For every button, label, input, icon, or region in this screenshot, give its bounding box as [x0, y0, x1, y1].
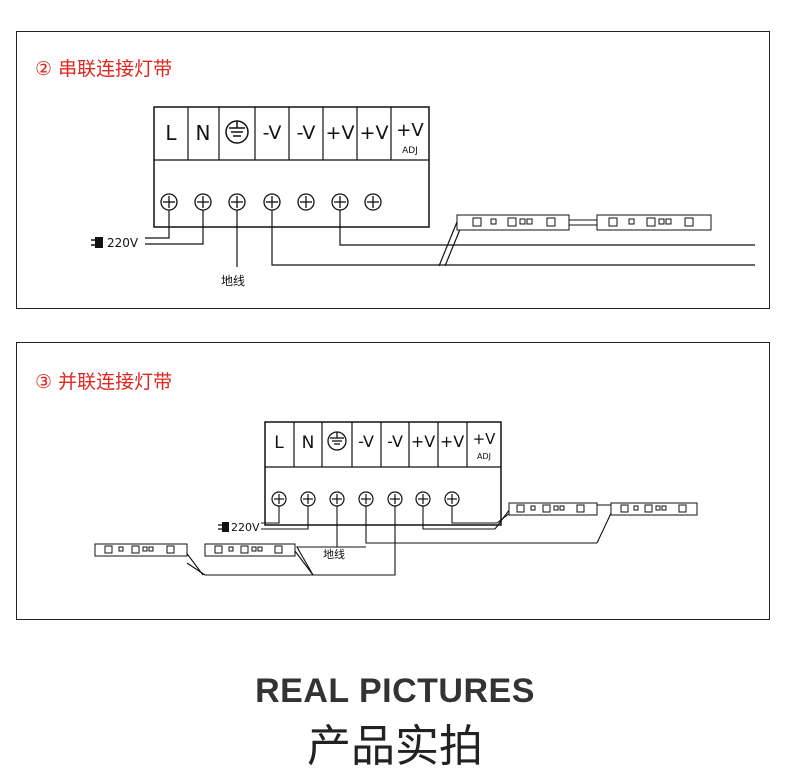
- parallel-diagram-title: ③ 并联连接灯带: [35, 371, 173, 393]
- series-diagram-title: ② 串联连接灯带: [35, 58, 173, 80]
- terminal-label-l: L: [274, 433, 284, 453]
- ground-wire-label: 地线: [221, 274, 245, 288]
- led-strip-left-2: [204, 543, 296, 557]
- real-pictures-heading: REAL PICTURES: [255, 672, 535, 710]
- terminal-label-pos-v-3: +V: [396, 120, 424, 141]
- led-strip-left-1: [94, 543, 188, 557]
- series-diagram-panel: ② 串联连接灯带 L N -V -V +V +V +V ADJ: [16, 31, 770, 309]
- screw-terminals: [271, 491, 460, 507]
- series-wiring-svg: L N -V -V +V +V +V ADJ: [91, 106, 755, 288]
- ground-terminal-icon: [327, 431, 347, 451]
- terminal-label-neg-v-1: -V: [263, 122, 282, 144]
- led-strip-1: [456, 214, 597, 231]
- power-supply-block: [264, 421, 502, 526]
- adj-label: ADJ: [477, 452, 491, 461]
- terminal-label-n: N: [302, 433, 315, 453]
- led-strip-right-1: [508, 502, 598, 516]
- ground-terminal-icon: [225, 120, 249, 144]
- input-voltage-label: 220V: [107, 236, 139, 250]
- terminal-label-neg-v-1: -V: [358, 432, 374, 451]
- terminal-label-pos-v-2: +V: [360, 122, 389, 144]
- input-voltage-label: 220V: [231, 521, 260, 534]
- terminal-label-neg-v-2: -V: [387, 432, 403, 451]
- parallel-diagram-panel: ③ 并联连接灯带 L N -V -V +V +V +V ADJ: [16, 342, 770, 620]
- terminal-label-pos-v-3: +V: [473, 430, 497, 448]
- ground-wire-label: 地线: [323, 547, 345, 561]
- terminal-label-l: L: [165, 121, 177, 145]
- led-strip-right-2: [610, 502, 698, 516]
- terminal-label-pos-v-1: +V: [411, 432, 435, 451]
- led-strip-2: [596, 214, 712, 231]
- terminal-label-neg-v-2: -V: [297, 122, 316, 144]
- adj-label: ADJ: [402, 146, 418, 156]
- power-supply-block: [153, 106, 430, 228]
- real-pictures-subheading: 产品实拍: [307, 721, 483, 772]
- plug-icon: [95, 237, 103, 248]
- terminal-label-pos-v-2: +V: [440, 432, 464, 451]
- parallel-wiring-svg: L N -V -V +V +V +V ADJ: [94, 421, 698, 576]
- terminal-label-n: N: [196, 121, 211, 145]
- terminal-label-pos-v-1: +V: [326, 122, 355, 144]
- plug-icon: [222, 522, 229, 532]
